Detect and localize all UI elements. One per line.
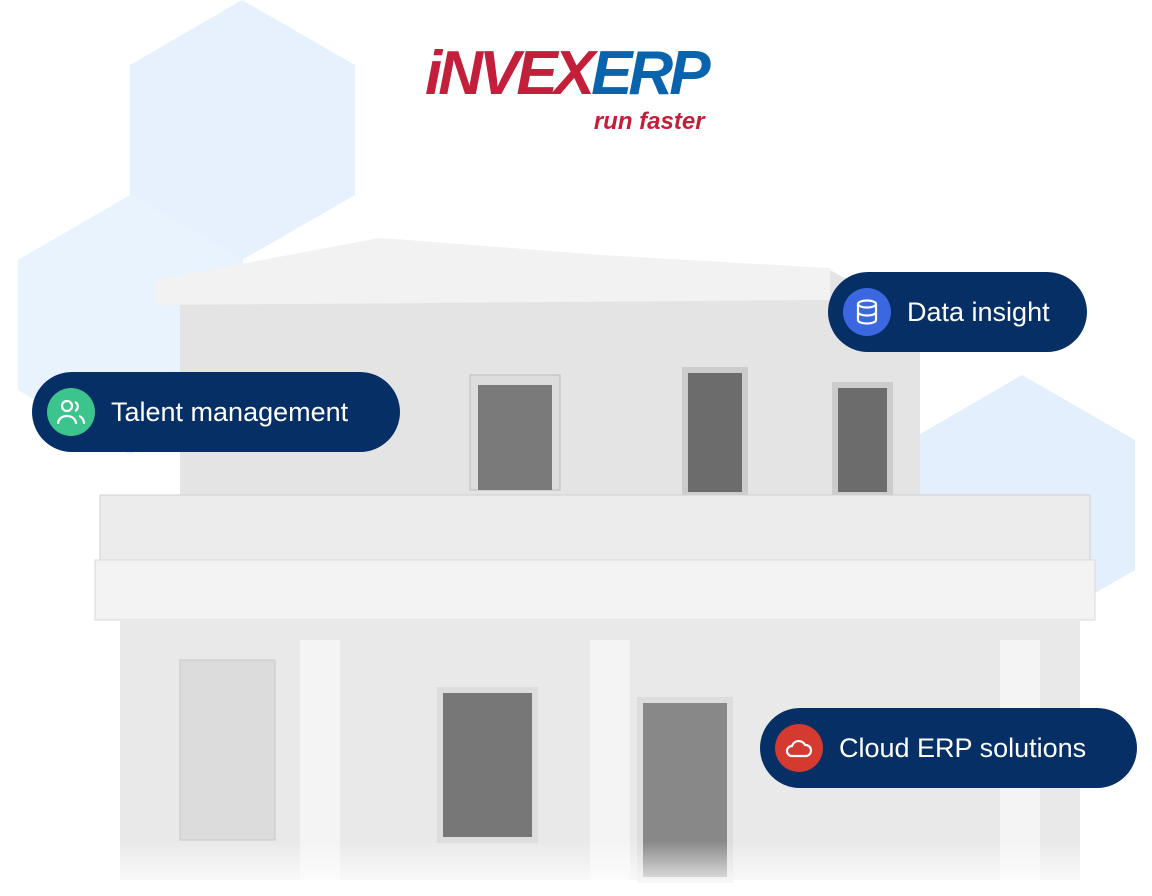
pill-cloud-erp-solutions: Cloud ERP solutions (760, 708, 1137, 788)
pill-label: Talent management (111, 396, 349, 427)
invex-erp-logo: iNVEXERP run faster (425, 42, 713, 136)
database-icon (843, 288, 891, 336)
pill-data-insight: Data insight (828, 272, 1087, 352)
users-icon (47, 388, 95, 436)
logo-text-erp: ERP (591, 39, 711, 108)
logo-tagline: run faster (593, 108, 705, 135)
pill-label: Cloud ERP solutions (839, 732, 1087, 763)
pill-talent-management: Talent management (32, 372, 400, 452)
logo-text-invex: iNVEX (425, 39, 595, 108)
logo-wordmark: iNVEXERP (425, 42, 713, 106)
pill-label: Data insight (907, 296, 1050, 327)
cloud-icon (775, 724, 823, 772)
